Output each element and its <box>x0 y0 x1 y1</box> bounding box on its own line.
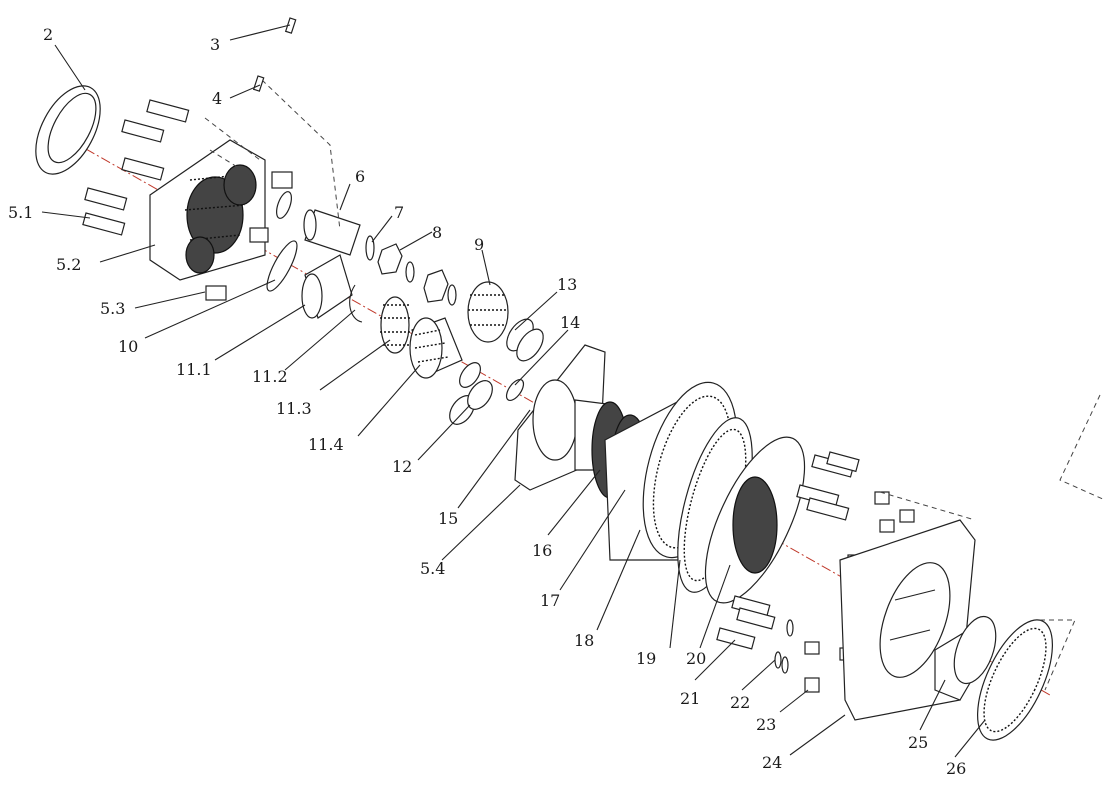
label-17: 17 <box>540 591 560 610</box>
label-22: 22 <box>730 693 750 712</box>
part-11-2-clip <box>349 284 363 323</box>
label-5-4: 5.4 <box>420 559 445 578</box>
part-14-clip <box>505 378 525 402</box>
part-24-housing <box>839 519 976 721</box>
label-21: 21 <box>680 689 700 708</box>
part-11-3-sun-gear <box>380 296 411 354</box>
label-23: 23 <box>756 715 776 734</box>
part-5-1-bolts <box>82 99 190 236</box>
part-13-washers <box>506 318 544 362</box>
label-10: 10 <box>118 337 138 356</box>
carrier-pins <box>249 171 293 243</box>
part-26-cover <box>977 619 1053 741</box>
label-4: 4 <box>212 89 222 108</box>
label-8: 8 <box>432 223 442 242</box>
label-18: 18 <box>574 631 594 650</box>
label-11-3: 11.3 <box>276 399 312 418</box>
label-11-2: 11.2 <box>252 367 288 386</box>
part-10-ring <box>266 240 298 292</box>
label-14: 14 <box>560 313 580 332</box>
label-7: 7 <box>394 203 404 222</box>
part-25-bearing <box>934 615 997 701</box>
label-11-4: 11.4 <box>308 435 344 454</box>
label-24: 24 <box>762 753 782 772</box>
part-20-gear <box>732 476 778 574</box>
leader-lines <box>41 24 986 758</box>
label-15: 15 <box>438 509 458 528</box>
label-5-1: 5.1 <box>8 203 33 222</box>
label-5-3: 5.3 <box>100 299 125 318</box>
label-13: 13 <box>557 275 577 294</box>
label-5-2: 5.2 <box>56 255 81 274</box>
part-2-seal-ring <box>35 85 101 175</box>
part-12-thrust-washers <box>449 362 493 425</box>
part-7-washer <box>365 235 375 261</box>
label-6: 6 <box>355 167 365 186</box>
label-25: 25 <box>908 733 928 752</box>
part-5-3-pin <box>205 285 227 301</box>
part-labels: 2 3 4 5.1 5.2 5.3 6 7 8 9 10 11.1 11.2 1… <box>8 25 966 778</box>
parts-3-4-pins <box>252 17 297 92</box>
assembly-guides <box>204 79 1106 691</box>
part-11-4-planet-gear <box>409 317 463 379</box>
part-11-1-bearing <box>301 254 353 319</box>
part-8-nut <box>377 243 403 275</box>
label-3: 3 <box>210 35 220 54</box>
label-11-1: 11.1 <box>176 360 212 379</box>
part-5-2-planet-carrier <box>149 139 266 281</box>
part-22-washers <box>774 619 794 674</box>
label-12: 12 <box>392 457 412 476</box>
label-19: 19 <box>636 649 656 668</box>
label-26: 26 <box>946 759 966 778</box>
part-9-planet-gear <box>467 281 509 343</box>
small-spacers <box>405 261 457 306</box>
part-21-bolts <box>716 595 776 650</box>
label-2: 2 <box>43 25 53 44</box>
label-20: 20 <box>686 649 706 668</box>
upper-bolts <box>796 451 860 521</box>
label-16: 16 <box>532 541 552 560</box>
part-6-shaft <box>303 209 361 256</box>
label-9: 9 <box>474 235 484 254</box>
